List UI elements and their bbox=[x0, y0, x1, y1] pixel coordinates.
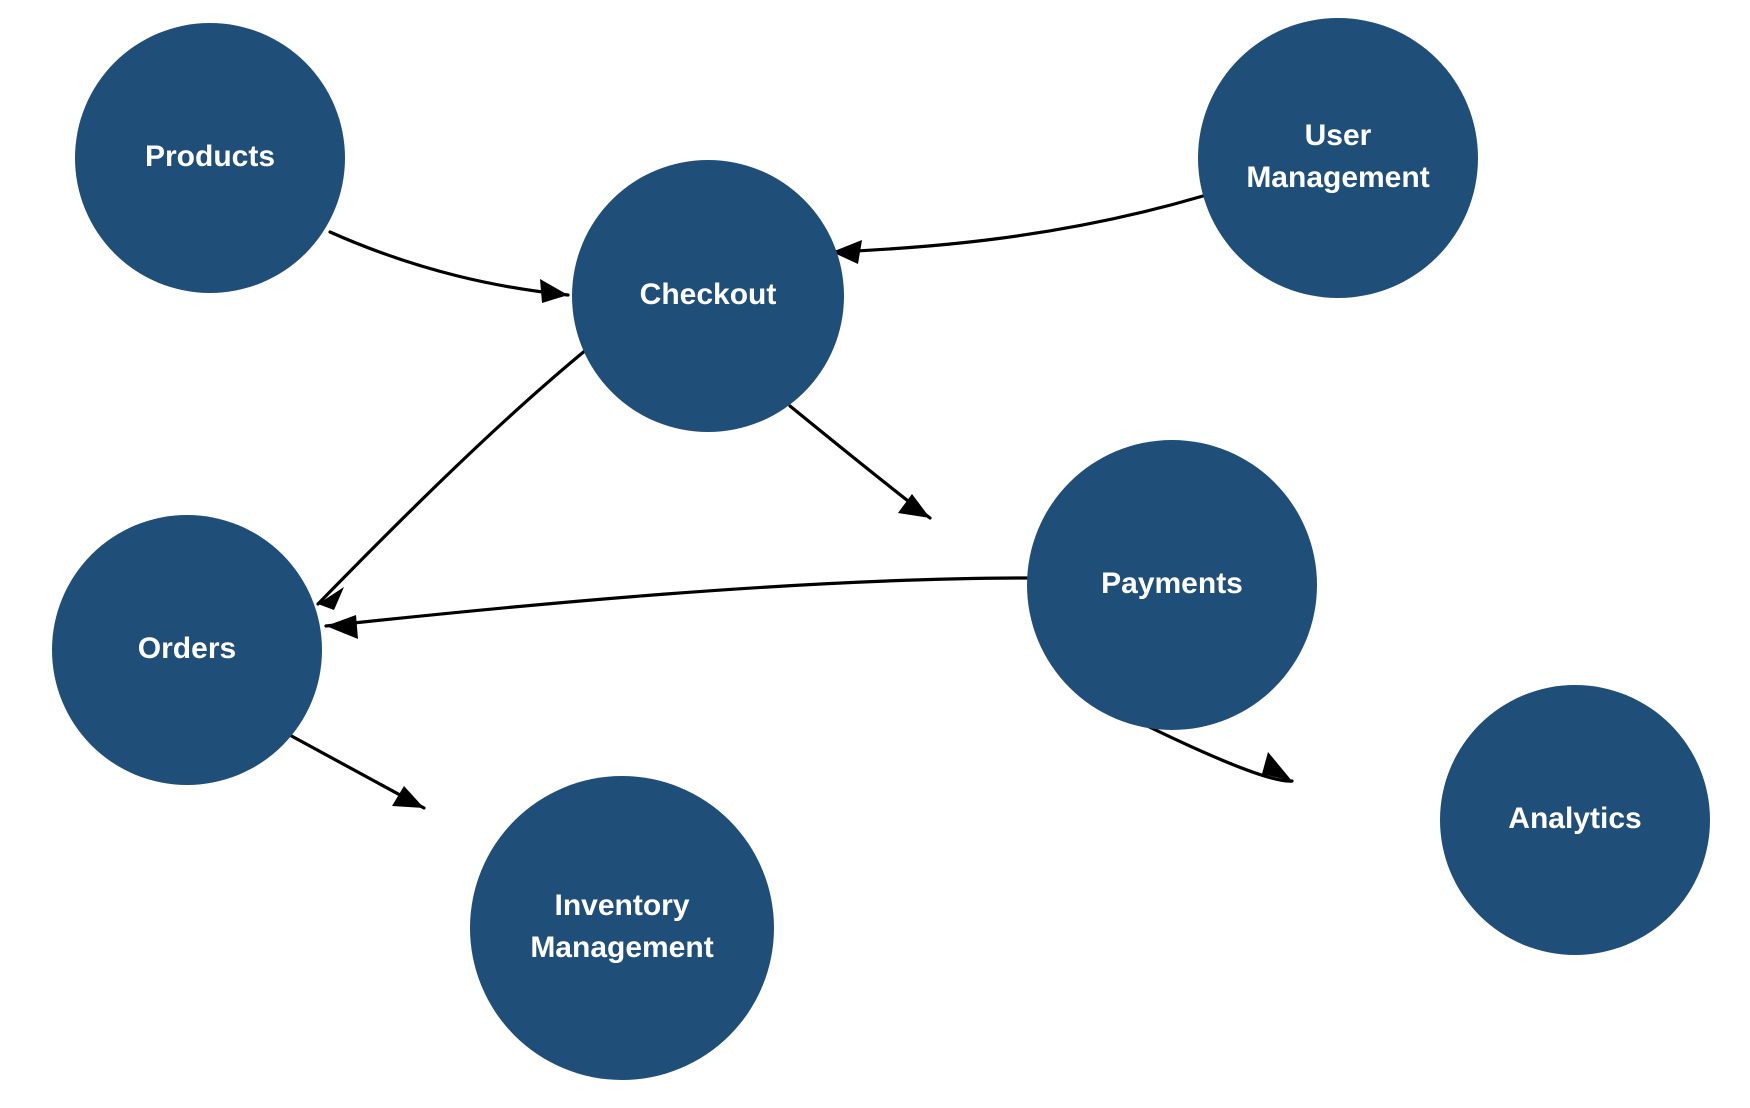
edge-line bbox=[1131, 717, 1294, 783]
arrowhead-icon bbox=[326, 615, 358, 639]
node-shape[interactable] bbox=[470, 776, 774, 1080]
arrowhead-icon bbox=[318, 587, 344, 610]
arrowhead-icon bbox=[1262, 752, 1292, 781]
edge-usermanagement-checkout[interactable] bbox=[830, 194, 1205, 264]
arrowhead-icon bbox=[392, 786, 424, 808]
edge-line bbox=[830, 194, 1205, 254]
edge-checkout-payments[interactable] bbox=[788, 404, 932, 520]
arrowhead-icon bbox=[832, 240, 862, 264]
node-shape[interactable] bbox=[572, 160, 844, 432]
node-products[interactable]: Products bbox=[75, 23, 345, 293]
edge-payments-orders[interactable] bbox=[324, 576, 1032, 639]
node-checkout[interactable]: Checkout bbox=[572, 160, 844, 432]
node-shape[interactable] bbox=[75, 23, 345, 293]
edge-line bbox=[316, 343, 594, 606]
edge-line bbox=[328, 230, 570, 297]
edge-checkout-orders[interactable] bbox=[316, 343, 594, 610]
edge-products-checkout[interactable] bbox=[328, 230, 570, 303]
node-orders[interactable]: Orders bbox=[52, 515, 322, 785]
edge-line bbox=[324, 576, 1032, 628]
node-shape[interactable] bbox=[1198, 18, 1478, 298]
node-shape[interactable] bbox=[1440, 685, 1710, 955]
arrowhead-icon bbox=[540, 279, 568, 303]
node-shape[interactable] bbox=[1027, 440, 1317, 730]
arrowhead-icon bbox=[898, 494, 930, 518]
edges-layer bbox=[284, 194, 1294, 810]
node-analytics[interactable]: Analytics bbox=[1440, 685, 1710, 955]
node-payments[interactable]: Payments bbox=[1027, 440, 1317, 730]
edge-payments-analytics[interactable] bbox=[1131, 717, 1294, 783]
node-shape[interactable] bbox=[52, 515, 322, 785]
edge-orders-inventory[interactable] bbox=[284, 731, 426, 810]
